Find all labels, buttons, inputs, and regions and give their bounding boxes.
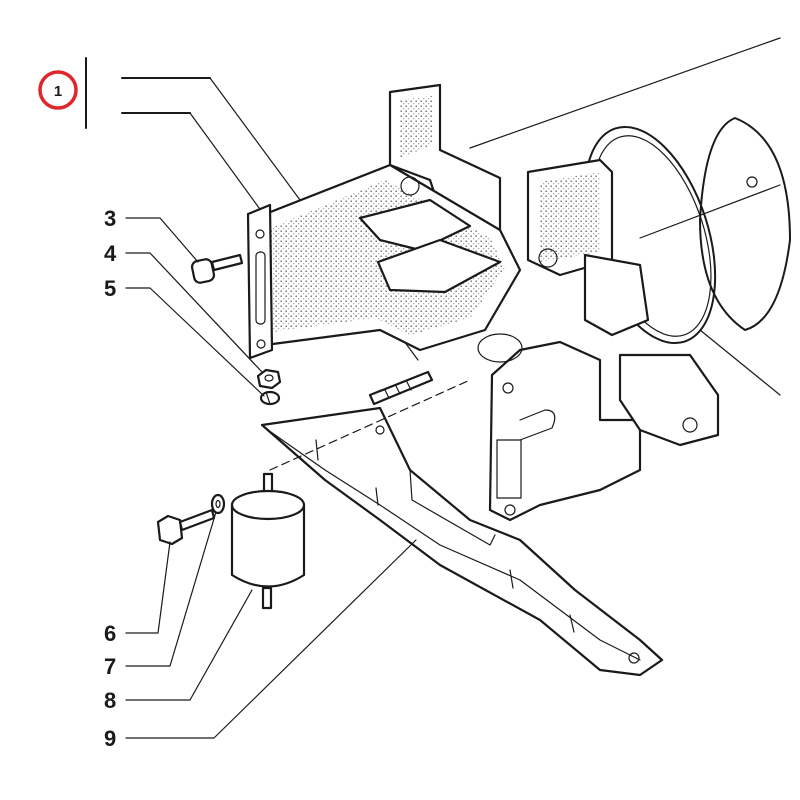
front-mount-block bbox=[488, 340, 642, 522]
callout-9: 9 bbox=[104, 726, 116, 751]
boss-ring bbox=[477, 333, 523, 363]
stud-bolt bbox=[269, 370, 471, 471]
flange-hole-top bbox=[255, 229, 265, 239]
mount-8-top-face bbox=[230, 489, 306, 521]
callout-8: 8 bbox=[104, 688, 116, 713]
leader-4 bbox=[125, 252, 263, 373]
bolt-6-shank bbox=[178, 508, 216, 532]
part-4-nut bbox=[256, 368, 282, 390]
left-flange bbox=[246, 203, 274, 360]
flange-slot bbox=[255, 251, 266, 325]
bracket-hole-foot bbox=[628, 652, 640, 664]
stud-thread-2 bbox=[395, 385, 401, 395]
washer-5-split bbox=[265, 391, 271, 405]
mount-window bbox=[496, 439, 522, 499]
part-9-support-bracket bbox=[260, 406, 664, 677]
washer-7-bore bbox=[215, 499, 221, 509]
washer-7-body bbox=[210, 493, 226, 515]
drum-hub bbox=[746, 176, 758, 188]
axis-line-2 bbox=[639, 184, 781, 239]
callout-5: 5 bbox=[104, 276, 116, 301]
bracket-tooth-1 bbox=[315, 439, 319, 461]
bracket-rib bbox=[409, 469, 496, 546]
nut-4-bore bbox=[264, 374, 274, 382]
main-callout-number: 1 bbox=[54, 83, 62, 100]
part-3-bolt bbox=[190, 253, 244, 284]
stud-shaft bbox=[368, 370, 434, 406]
flange-hole-bottom bbox=[256, 339, 266, 349]
ledge-hole bbox=[682, 417, 698, 433]
centre-line-stud bbox=[269, 379, 471, 471]
callout-7: 7 bbox=[104, 654, 116, 679]
leader-1b-run bbox=[189, 112, 263, 213]
part-7-washer bbox=[210, 493, 226, 515]
main-callout-1: 1 bbox=[38, 57, 419, 361]
leader-9 bbox=[125, 539, 417, 739]
leader-6 bbox=[125, 541, 171, 634]
callout-4: 4 bbox=[104, 241, 117, 266]
bolt-6-head bbox=[156, 514, 184, 546]
bracket-plate bbox=[260, 406, 664, 677]
leader-7 bbox=[125, 511, 217, 667]
mount-hook bbox=[519, 409, 556, 441]
axis-line-3 bbox=[699, 329, 781, 396]
callout-3: 3 bbox=[104, 206, 116, 231]
leader-5 bbox=[125, 287, 265, 397]
housing-right-shade bbox=[540, 172, 600, 262]
part-8-rubber-mount bbox=[230, 472, 306, 610]
mount-hole-1 bbox=[502, 382, 514, 394]
boss-bore bbox=[538, 248, 558, 268]
mid-bracket bbox=[358, 198, 472, 252]
housing-right-block bbox=[583, 253, 650, 337]
bracket-tooth-3 bbox=[509, 569, 514, 589]
right-ledge bbox=[618, 353, 720, 447]
bracket-tooth-4 bbox=[569, 614, 575, 633]
part-5-washer bbox=[259, 390, 281, 406]
bracket-hole-top bbox=[375, 425, 385, 435]
leader-3 bbox=[125, 217, 199, 263]
bracket-tooth-2 bbox=[375, 487, 379, 506]
mid-tray bbox=[376, 238, 502, 294]
drum-plate bbox=[699, 117, 791, 331]
bracket-fold-line bbox=[267, 429, 641, 661]
part-6-hex-bolt bbox=[156, 508, 216, 546]
mount-8-bottom-stud bbox=[261, 586, 273, 610]
nut-4-body bbox=[256, 368, 282, 390]
mount-hole-2 bbox=[504, 504, 516, 516]
bolt-3-shank bbox=[210, 253, 244, 272]
callout-labels: 3 4 5 6 7 8 9 bbox=[104, 206, 117, 751]
stud-thread-1 bbox=[384, 389, 390, 399]
stud-thread-3 bbox=[406, 381, 412, 391]
engine-housing bbox=[246, 37, 791, 522]
housing-top-shade bbox=[400, 96, 432, 158]
upper-bore bbox=[400, 176, 420, 196]
callout-leaders bbox=[125, 217, 417, 739]
axis-line-1 bbox=[469, 37, 781, 149]
highlight-ring bbox=[38, 70, 78, 110]
leader-8 bbox=[125, 589, 253, 701]
callout-6: 6 bbox=[104, 621, 116, 646]
